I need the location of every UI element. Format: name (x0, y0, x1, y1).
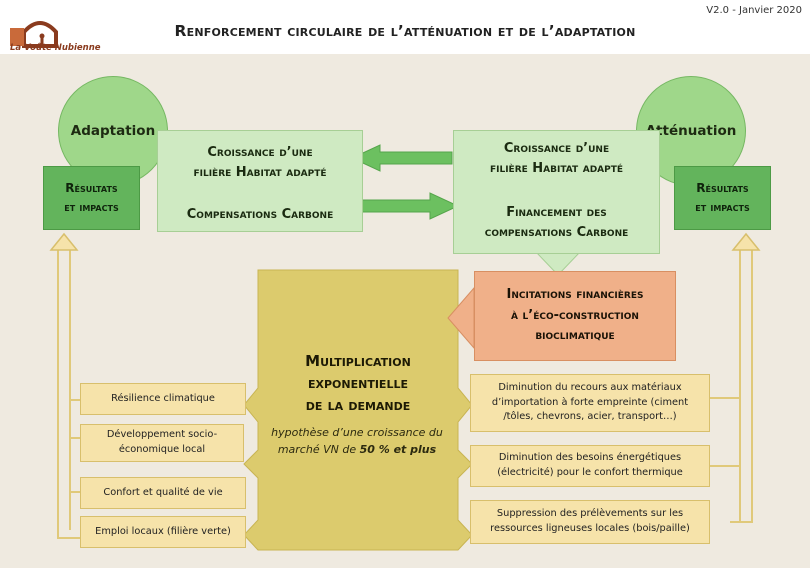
incitations-line3: bioclimatique (535, 328, 615, 344)
right-item-label: Suppression des prélèvements sur les res… (490, 508, 690, 534)
left-item-development: Développement socio-économique local (80, 424, 244, 462)
demand-hypothesis: hypothèse d’une croissance du marché VN … (262, 425, 452, 458)
left-connector (57, 250, 80, 539)
left-results-box: Résultats et impacts (43, 166, 140, 230)
right-growth-box: Croissance d’une filière Habitat adapté … (453, 130, 660, 254)
left-item-label: Résilience climatique (111, 392, 215, 404)
right-item-energy: Diminution des besoins énergétiques (éle… (470, 445, 710, 487)
left-box-line2: filière Habitat adapté (193, 165, 327, 180)
attenuation-label: Atténuation (645, 123, 737, 139)
right-results-line1: Résultats (696, 180, 749, 195)
demand-hypothesis-value: 50 % et plus (359, 442, 437, 456)
version-label: V2.0 - Janvier 2020 (706, 5, 802, 16)
incitations-line1: Incitations financières (506, 286, 644, 302)
right-item-label: Diminution du recours aux matériaux d’im… (491, 381, 689, 423)
left-results-line2: et impacts (64, 200, 119, 214)
center-demand-shape (243, 269, 473, 551)
left-item-label: Développement socio-économique local (106, 429, 218, 455)
incitations-line2: à l’éco-construction (511, 307, 639, 323)
demand-hypothesis-text: hypothèse d’une croissance du marché VN … (271, 426, 443, 456)
logo-text: La Voûte Nubienne (10, 43, 101, 53)
arrow-left (350, 144, 453, 172)
demand-title: Multiplication exponentielle de la deman… (258, 351, 458, 416)
right-item-wood: Suppression des prélèvements sur les res… (470, 500, 710, 544)
adaptation-label: Adaptation (70, 123, 156, 139)
left-results-line1: Résultats (65, 180, 118, 195)
left-growth-box: Croissance d’une filière Habitat adapté … (157, 130, 363, 232)
demand-title-line3: de la demande (305, 395, 411, 414)
left-box-line1: Croissance d’une (207, 145, 313, 160)
right-results-box: Résultats et impacts (674, 166, 771, 230)
left-item-comfort: Confort et qualité de vie (80, 477, 246, 509)
left-item-employment: Emploi locaux (filière verte) (80, 516, 246, 548)
logo-icon (10, 21, 58, 48)
left-item-resilience: Résilience climatique (80, 383, 246, 415)
right-results-line2: et impacts (695, 200, 750, 214)
right-box-line1: Croissance d’une (503, 141, 610, 156)
right-box-line4: compensations Carbone (484, 225, 629, 240)
demand-title-line1: Multiplication (305, 352, 411, 370)
right-box-line3: Financement des (506, 205, 607, 220)
right-connector (710, 250, 753, 523)
arrow-right (361, 192, 460, 220)
left-item-label: Confort et qualité de vie (103, 486, 223, 498)
diagram-title: Renforcement circulaire de l’atténuation… (174, 22, 636, 40)
incitations-box: Incitations financières à l’éco-construc… (474, 271, 676, 361)
left-item-label: Emploi locaux (filière verte) (95, 525, 231, 537)
right-box-line2: filière Habitat adapté (489, 161, 624, 176)
right-item-label: Diminution des besoins énergétiques (éle… (497, 452, 683, 478)
left-box-line3: Compensations Carbone (186, 207, 334, 222)
demand-title-line2: exponentielle (308, 373, 408, 392)
right-item-materials: Diminution du recours aux matériaux d’im… (470, 374, 710, 432)
